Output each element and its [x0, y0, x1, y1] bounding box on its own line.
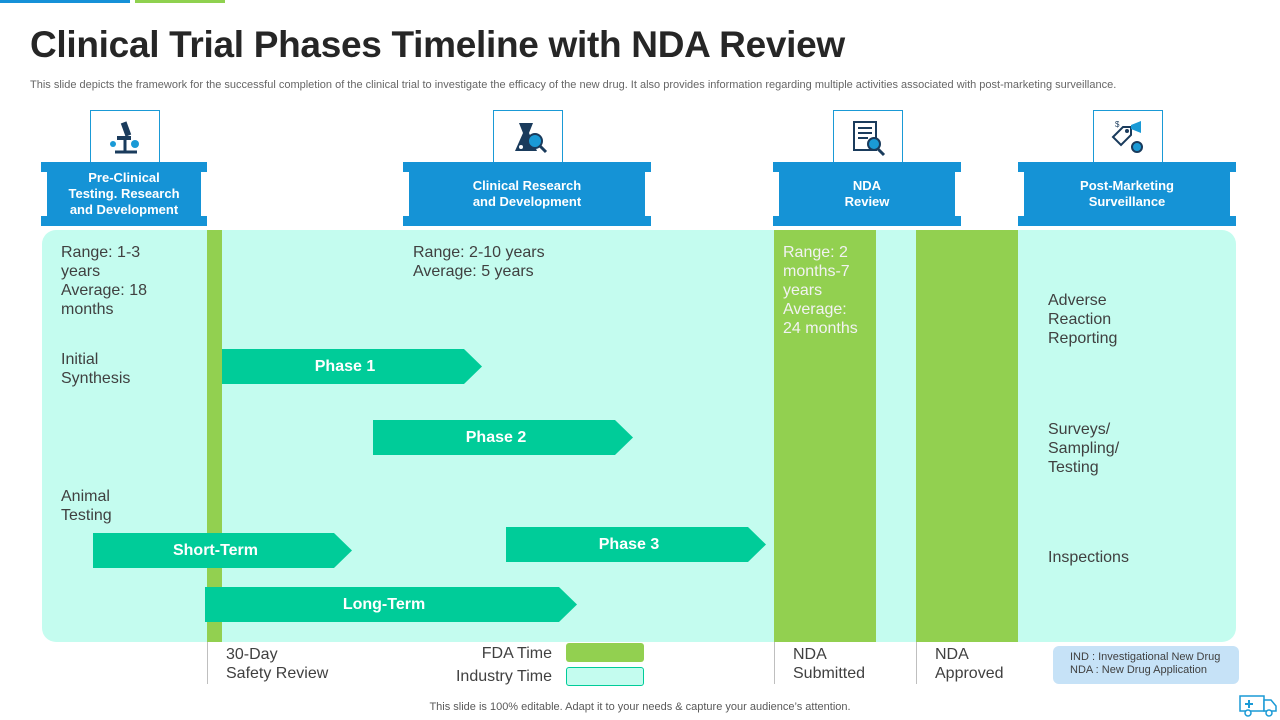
header-icon-box-clinical	[493, 110, 563, 164]
header-post-marketing: Post-Marketing Surveillance	[1018, 162, 1236, 226]
header-nda-review-label: NDA Review	[844, 178, 890, 209]
arrow-phase-1-label: Phase 1	[314, 357, 376, 375]
legend-fda-time-swatch	[566, 643, 644, 662]
marketing-tag-megaphone-icon: $	[1111, 120, 1143, 153]
header-icon-box-nda	[833, 110, 903, 164]
initial-synthesis-text: Initial Synthesis	[61, 351, 131, 387]
header-preclinical: Pre-Clinical Testing. Research and Devel…	[41, 162, 207, 226]
arrow-short-term: Short-Term	[93, 533, 352, 568]
microscope-icon	[110, 120, 139, 153]
clinical-range-text: Range: 2-10 years Average: 5 years	[413, 244, 545, 280]
arrow-long-term-label: Long-Term	[342, 595, 426, 613]
lab-flask-magnifier-icon	[515, 122, 548, 153]
timeline-panel	[42, 230, 1236, 642]
header-post-marketing-label: Post-Marketing Surveillance	[1080, 178, 1174, 209]
preclinical-range-text: Range: 1-3 years Average: 18 months	[61, 244, 147, 318]
post-marketing-item-adverse: Adverse Reaction Reporting	[1048, 292, 1118, 347]
header-clinical: Clinical Research and Development	[403, 162, 651, 226]
arrow-phase-2-label: Phase 2	[465, 428, 527, 446]
arrow-short-term-label: Short-Term	[172, 541, 259, 559]
arrow-phase-2: Phase 2	[373, 420, 633, 455]
abbreviation-nda: NDA : New Drug Application	[1070, 664, 1207, 676]
legend-fda-time-label: FDA Time	[481, 645, 552, 662]
accent-bar-blue	[0, 0, 130, 3]
divider-nda-approved	[916, 642, 917, 684]
legend-industry-time-swatch	[566, 667, 644, 686]
footer-note: This slide is 100% editable. Adapt it to…	[429, 701, 851, 713]
divider-safety-review	[207, 642, 208, 684]
post-marketing-item-inspections: Inspections	[1048, 549, 1129, 566]
header-icon-box-postmarketing: $	[1093, 110, 1163, 164]
ambulance-icon	[1238, 692, 1278, 720]
arrow-phase-1: Phase 1	[222, 349, 482, 384]
nda-review-range-text: Range: 2 months-7 years Average: 24 mont…	[783, 244, 858, 337]
svg-text:$: $	[1115, 120, 1120, 129]
header-clinical-label: Clinical Research and Development	[472, 178, 582, 209]
arrow-phase-3: Phase 3	[506, 527, 766, 562]
post-marketing-item-surveys: Surveys/ Sampling/ Testing	[1048, 421, 1120, 476]
arrow-phase-3-label: Phase 3	[598, 535, 660, 553]
page-title: Clinical Trial Phases Timeline with NDA …	[30, 24, 845, 65]
divider-nda-submitted	[774, 642, 775, 684]
fda-band-safety-review	[207, 230, 222, 642]
arrow-long-term: Long-Term	[205, 587, 577, 622]
header-preclinical-label: Pre-Clinical Testing. Research and Devel…	[68, 170, 180, 217]
header-nda-review: NDA Review	[773, 162, 961, 226]
document-search-icon	[853, 120, 886, 156]
header-icon-box-preclinical	[90, 110, 160, 164]
nda-approved-label: NDA Approved	[935, 646, 1004, 682]
abbreviations-box: IND : Investigational New Drug NDA : New…	[1053, 646, 1239, 684]
abbreviation-ind: IND : Investigational New Drug	[1070, 651, 1221, 663]
page-subtitle: This slide depicts the framework for the…	[30, 79, 1117, 91]
legend-industry-time-label: Industry Time	[455, 668, 552, 685]
safety-review-label: 30-Day Safety Review	[226, 646, 329, 682]
nda-submitted-label: NDA Submitted	[793, 646, 866, 682]
fda-band-nda-review	[774, 230, 876, 642]
animal-testing-text: Animal Testing	[61, 488, 112, 524]
accent-bar-green	[135, 0, 225, 3]
fda-band-nda-approval	[916, 230, 1018, 642]
